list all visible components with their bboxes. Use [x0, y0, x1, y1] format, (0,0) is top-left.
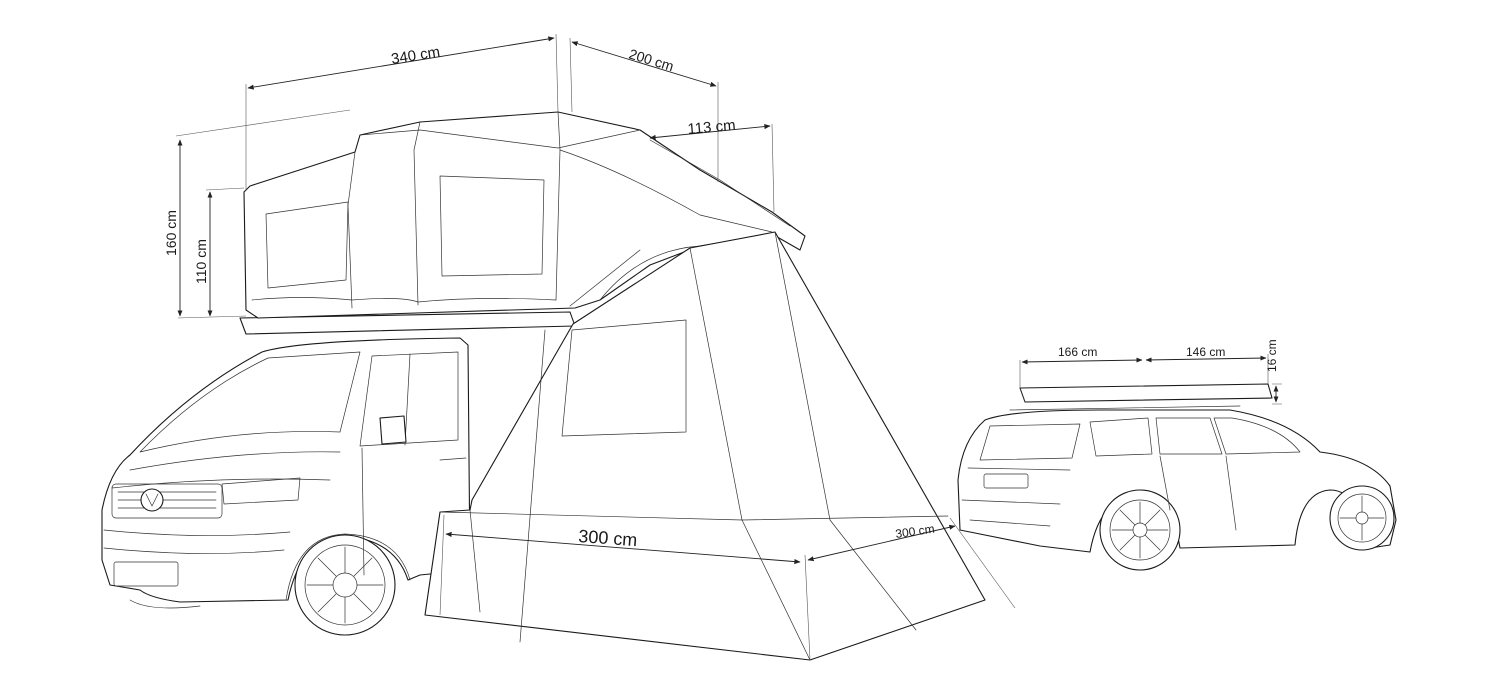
label-tent-length: 340 cm: [390, 43, 441, 67]
van-illustration: [101, 311, 576, 636]
label-annex-depth: 113 cm: [687, 117, 736, 138]
label-packed-height: 16 cm: [1265, 339, 1279, 372]
dimension-labels: 340 cm 200 cm 113 cm 160 cm 110 cm 300 c…: [163, 43, 1279, 550]
dimension-lines: [175, 33, 1282, 661]
estate-car-illustration: [957, 383, 1397, 571]
label-annex-floor-length: 300 cm: [578, 526, 638, 550]
label-packed-length: 166 cm: [1058, 345, 1097, 359]
label-annex-floor-width: 300 cm: [894, 522, 935, 541]
label-closed-height: 110 cm: [193, 239, 209, 284]
label-packed-width: 146 cm: [1186, 345, 1225, 359]
label-tent-width: 200 cm: [627, 46, 676, 75]
label-total-height: 160 cm: [163, 210, 179, 256]
rooftop-tent-illustration: [243, 111, 806, 319]
